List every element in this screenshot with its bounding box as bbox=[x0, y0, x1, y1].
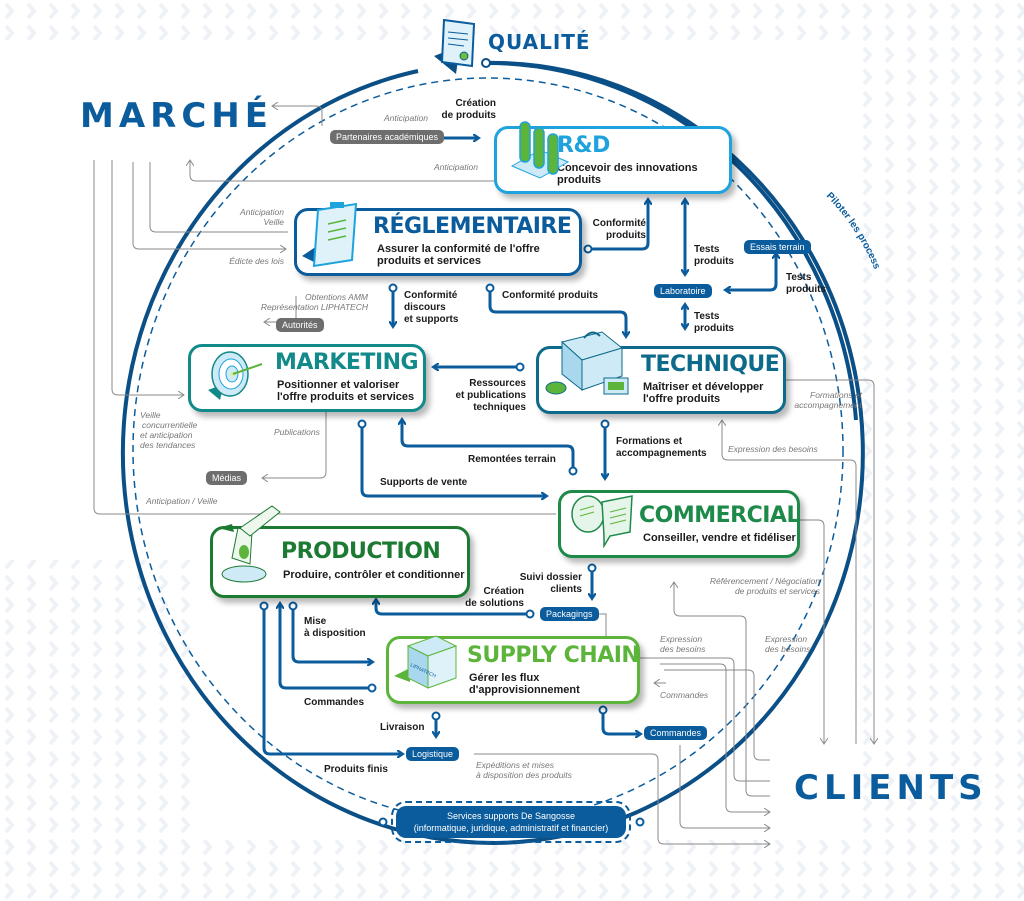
market-heading: MARCHÉ bbox=[80, 96, 273, 136]
production-box[interactable]: PRODUCTION Produire, contrôler et condit… bbox=[210, 526, 470, 598]
clients-lines bbox=[474, 379, 874, 844]
rd-subtitle-1: Concevoir des innovations bbox=[557, 162, 698, 174]
publications-label: Publications bbox=[274, 427, 320, 437]
rd-subtitle-2: produits bbox=[557, 174, 601, 186]
flow-endpoints bbox=[259, 244, 645, 827]
commercial-subtitle-1: Conseiller, vendre et fidéliser bbox=[643, 532, 796, 544]
remontees-terrain-label: Remontées terrain bbox=[468, 454, 556, 465]
marketing-title: MARKETING bbox=[275, 350, 419, 375]
clipboard-icon bbox=[302, 202, 358, 268]
services-line-2: (informatique, juridique, administratif … bbox=[413, 823, 609, 833]
reglementaire-title: RÉGLEMENTAIRE bbox=[373, 214, 572, 239]
logistique-pill[interactable]: Logistique bbox=[406, 747, 460, 761]
rd-title: R&D bbox=[557, 133, 610, 158]
commandes-pill[interactable]: Commandes bbox=[644, 726, 708, 740]
speech-bubbles-icon bbox=[571, 495, 633, 548]
technique-subtitle-1: Maîtriser et développer bbox=[643, 381, 764, 393]
production-subtitle-1: Produire, contrôler et conditionner bbox=[283, 569, 465, 581]
livraison-label: Livraison bbox=[380, 722, 425, 733]
commandes-label: Commandes bbox=[304, 697, 365, 708]
services-supports-pill[interactable]: Services supports De Sangosse (informati… bbox=[391, 801, 631, 843]
reglementaire-subtitle-2: produits et services bbox=[377, 255, 481, 267]
supply-chain-subtitle-2: d'approvisionnement bbox=[469, 684, 580, 696]
marketing-subtitle-2: l'offre produits et services bbox=[277, 391, 415, 403]
supply-chain-box[interactable]: SUPPLY CHAIN Gérer les flux d'approvisio… bbox=[386, 636, 640, 704]
packagings-pill[interactable]: Packagings bbox=[540, 607, 599, 621]
reglementaire-subtitle-1: Assurer la conformité de l'offre bbox=[377, 243, 540, 255]
target-icon bbox=[208, 351, 263, 400]
anticipation-label-2: Anticipation bbox=[434, 162, 478, 172]
services-line-1: Services supports De Sangosse bbox=[446, 811, 576, 821]
certificate-document-icon bbox=[434, 18, 476, 74]
test-tubes-icon bbox=[510, 121, 570, 179]
supply-chain-subtitle-1: Gérer les flux bbox=[469, 672, 540, 684]
expression-besoins-label-1: Expression des besoins bbox=[728, 444, 818, 454]
production-title: PRODUCTION bbox=[281, 539, 441, 564]
supports-vente-label: Supports de vente bbox=[380, 477, 468, 488]
clients-heading: CLIENTS bbox=[794, 768, 988, 808]
robot-arm-icon bbox=[218, 505, 281, 583]
edicte-lois-label: Édicte des lois bbox=[229, 256, 284, 266]
partenaires-pill[interactable]: Partenaires académiques bbox=[330, 130, 445, 144]
supply-chain-title: SUPPLY CHAIN bbox=[467, 643, 640, 668]
anticipation-label-1: Anticipation bbox=[384, 113, 428, 123]
anticipation-veille-label-2: Anticipation / Veille bbox=[146, 496, 218, 506]
pilot-process-label: Piloter les process bbox=[824, 190, 882, 271]
quality-heading: QUALITÉ bbox=[488, 30, 591, 54]
medias-pill[interactable]: Médias bbox=[206, 471, 248, 485]
produits-finis-label: Produits finis bbox=[324, 764, 388, 775]
commandes-ext-label: Commandes bbox=[660, 690, 709, 700]
conformite-produits-tech-label: Conformité produits bbox=[502, 290, 599, 301]
commercial-title: COMMERCIAL bbox=[639, 503, 800, 528]
technique-subtitle-2: l'offre produits bbox=[643, 393, 721, 405]
package-box-icon: LIPHATECH bbox=[394, 635, 458, 689]
toolbox-icon bbox=[545, 331, 629, 395]
technique-title: TECHNIQUE bbox=[641, 352, 780, 377]
essais-terrain-pill[interactable]: Essais terrain bbox=[744, 240, 811, 254]
marketing-subtitle-1: Positionner et valoriser bbox=[277, 379, 400, 391]
autorites-pill[interactable]: Autorités bbox=[276, 318, 324, 332]
laboratoire-pill[interactable]: Laboratoire bbox=[654, 284, 712, 298]
